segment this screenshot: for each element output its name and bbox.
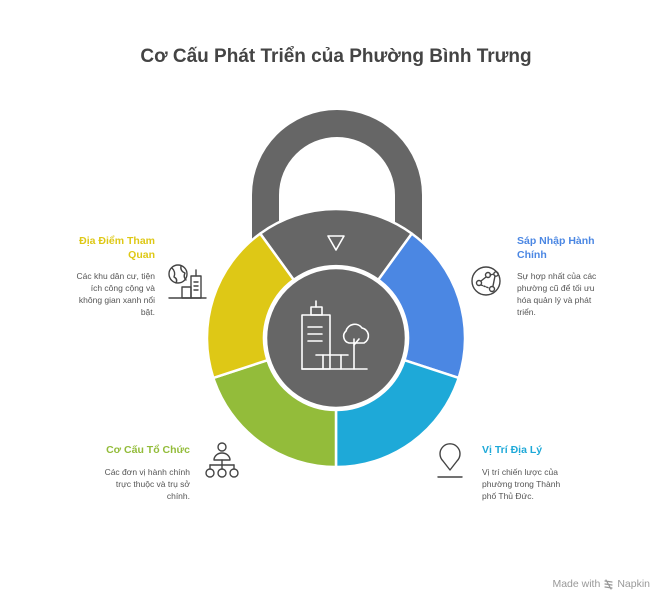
org-chart-icon bbox=[205, 442, 239, 478]
triangle-down-icon bbox=[327, 235, 345, 251]
dia-diem-desc-line2: ích công cộng và bbox=[90, 283, 155, 293]
vi-tri-desc-line1: Vị trí chiến lược của bbox=[482, 467, 558, 477]
segment-dia-diem[interactable] bbox=[205, 232, 295, 380]
co-cau-title: Cơ Cấu Tổ Chức bbox=[106, 444, 190, 456]
dia-diem-title-line1: Địa Điểm Tham bbox=[79, 235, 155, 247]
sap-nhap-desc: Sự hợp nhất của các phường cũ để tối ưu … bbox=[517, 270, 647, 318]
dia-diem-title-line2: Quan bbox=[128, 249, 155, 261]
vi-tri-title: Vị Trí Địa Lý bbox=[482, 444, 543, 456]
sap-nhap-desc-line2: phường cũ để tối ưu bbox=[517, 283, 595, 293]
network-globe-icon bbox=[471, 266, 501, 296]
sap-nhap-desc-line1: Sự hợp nhất của các bbox=[517, 271, 597, 281]
sap-nhap-title: Sáp Nhập Hành Chính bbox=[517, 234, 647, 262]
dia-diem-desc: Các khu dân cư, tiện ích công cộng và kh… bbox=[40, 270, 155, 318]
vi-tri-desc: Vị trí chiến lược của phường trong Thành… bbox=[482, 466, 612, 502]
page-title: Cơ Cấu Phát Triển của Phường Bình Trưng bbox=[140, 46, 532, 67]
dia-diem-desc-line4: bật. bbox=[140, 307, 155, 317]
map-pin-icon bbox=[437, 443, 463, 478]
dia-diem-desc-line3: không gian xanh nổi bbox=[78, 295, 155, 305]
vi-tri-desc-line3: phố Thủ Đức. bbox=[482, 491, 534, 501]
dia-diem-desc-line1: Các khu dân cư, tiện bbox=[76, 271, 155, 281]
co-cau-desc: Các đơn vị hành chính trực thuộc và trụ … bbox=[60, 466, 190, 502]
footer-watermark: Made with Napkin bbox=[552, 578, 650, 590]
co-cau-desc-line3: chính. bbox=[166, 491, 190, 501]
sap-nhap-desc-line4: triển. bbox=[517, 307, 536, 317]
segment-vi-tri[interactable] bbox=[334, 358, 460, 469]
vi-tri-desc-line2: phường trong Thành bbox=[482, 479, 561, 489]
segment-co-cau[interactable] bbox=[212, 358, 338, 469]
sap-nhap-title-line1: Sáp Nhập Hành bbox=[517, 235, 595, 247]
napkin-brand-text: Napkin bbox=[617, 578, 650, 590]
city-building-tree-icon bbox=[301, 300, 370, 370]
segment-sap-nhap[interactable] bbox=[377, 232, 467, 380]
dia-diem-title: Địa Điểm Tham Quan bbox=[40, 234, 155, 262]
segment-top bbox=[258, 207, 414, 282]
sap-nhap-desc-line3: hóa quản lý và phát bbox=[517, 295, 592, 305]
globe-building-icon bbox=[168, 264, 207, 299]
lock-shackle bbox=[252, 110, 422, 245]
sap-nhap-title-line2: Chính bbox=[517, 249, 547, 261]
center-circle bbox=[264, 266, 408, 410]
made-with-text: Made with bbox=[552, 578, 601, 590]
co-cau-desc-line2: trực thuộc và trụ sở bbox=[115, 479, 190, 489]
napkin-logo-icon bbox=[604, 578, 613, 590]
co-cau-desc-line1: Các đơn vị hành chính bbox=[104, 467, 190, 477]
